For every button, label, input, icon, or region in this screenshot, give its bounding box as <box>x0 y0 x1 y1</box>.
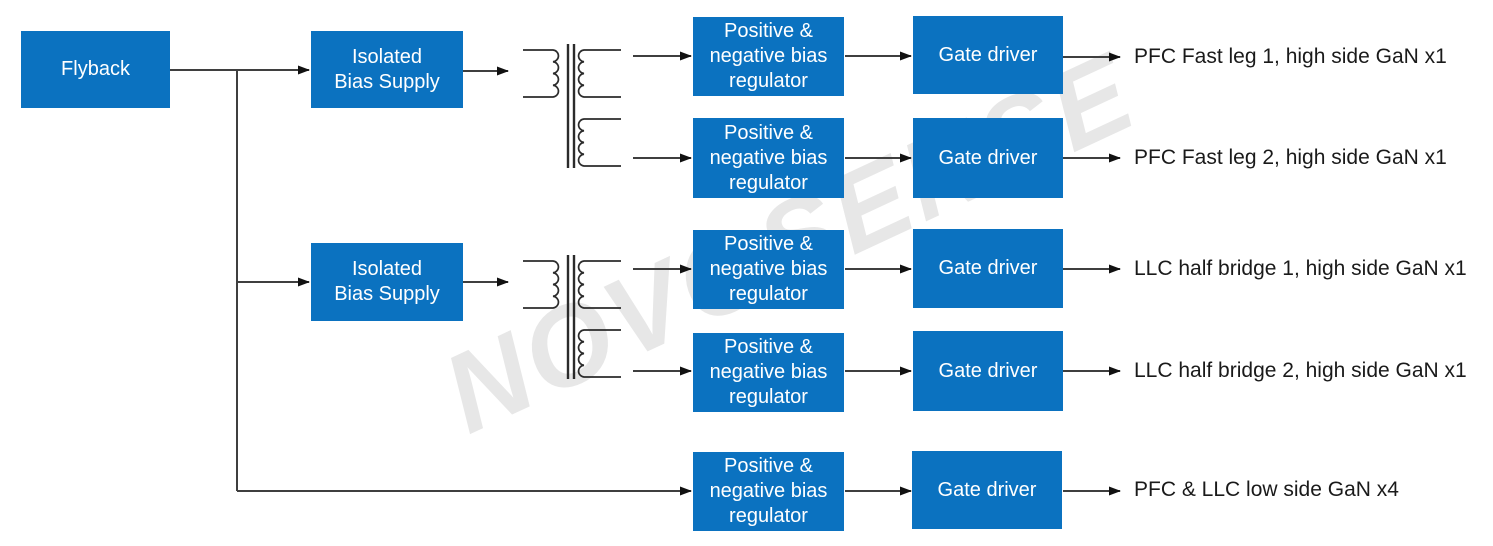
bias-regulator-box-3: Positive & negative bias regulator <box>693 230 844 309</box>
gate-driver-box-1: Gate driver <box>913 16 1063 94</box>
output-label-2: PFC Fast leg 2, high side GaN x1 <box>1134 146 1447 169</box>
output-label-5: PFC & LLC low side GaN x4 <box>1134 478 1399 501</box>
bias-regulator-box-1: Positive & negative bias regulator <box>693 17 844 96</box>
gate-driver-box-5: Gate driver <box>912 451 1062 529</box>
bias-regulator-box-4: Positive & negative bias regulator <box>693 333 844 412</box>
output-label-1: PFC Fast leg 1, high side GaN x1 <box>1134 45 1447 68</box>
gate-driver-box-2: Gate driver <box>913 118 1063 198</box>
bias-regulator-box-2: Positive & negative bias regulator <box>693 118 844 198</box>
isolated-bias-supply-box-2: Isolated Bias Supply <box>311 243 463 321</box>
output-label-4: LLC half bridge 2, high side GaN x1 <box>1134 359 1467 382</box>
transformer-icon-1 <box>523 44 621 168</box>
gate-driver-box-4: Gate driver <box>913 331 1063 411</box>
flyback-box: Flyback <box>21 31 170 108</box>
bias-regulator-box-5: Positive & negative bias regulator <box>693 452 844 531</box>
isolated-bias-supply-box-1: Isolated Bias Supply <box>311 31 463 108</box>
output-label-3: LLC half bridge 1, high side GaN x1 <box>1134 257 1467 280</box>
gate-driver-box-3: Gate driver <box>913 229 1063 308</box>
